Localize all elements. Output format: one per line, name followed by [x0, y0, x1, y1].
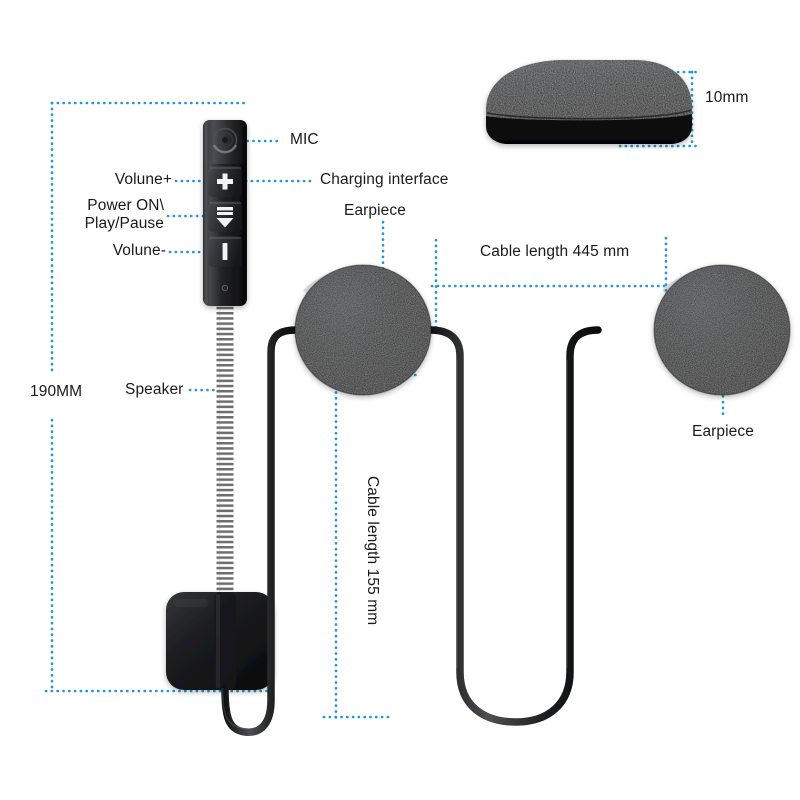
mic-ring-icon [212, 127, 238, 154]
base-pad [166, 592, 274, 690]
control-module [203, 120, 247, 306]
earpiece-left [294, 264, 432, 396]
height-dimension-label: 190MM [30, 383, 83, 400]
gooseneck-speaker [216, 306, 234, 600]
mic-label: MIC [290, 131, 319, 148]
volume-down-button [208, 236, 242, 267]
cable-445-label: Cable length 445 mm [480, 243, 630, 260]
cable-group [221, 326, 602, 736]
thickness-dimension-label: 10mm [705, 89, 749, 106]
earpiece-right-label: Earpiece [692, 423, 754, 440]
volume-down-label: Volune- [112, 242, 166, 259]
earpiece-side-view [486, 60, 692, 144]
power-play-pause-button [208, 201, 242, 232]
speaker-label: Speaker [125, 381, 184, 398]
power-play-label-line2: Play/Pause [84, 215, 164, 232]
volume-up-button [208, 166, 242, 197]
earpiece-left-label: Earpiece [344, 202, 406, 219]
led-indicator-icon [221, 284, 229, 292]
charging-interface-label: Charging interface [320, 171, 449, 188]
volume-up-label: Volune+ [114, 171, 172, 188]
power-play-label-line1: Power ON\ [87, 197, 164, 214]
cable-highlight [221, 360, 568, 730]
earpiece-right [653, 264, 791, 396]
cable-155-label: Cable length 155 mm [364, 476, 381, 626]
